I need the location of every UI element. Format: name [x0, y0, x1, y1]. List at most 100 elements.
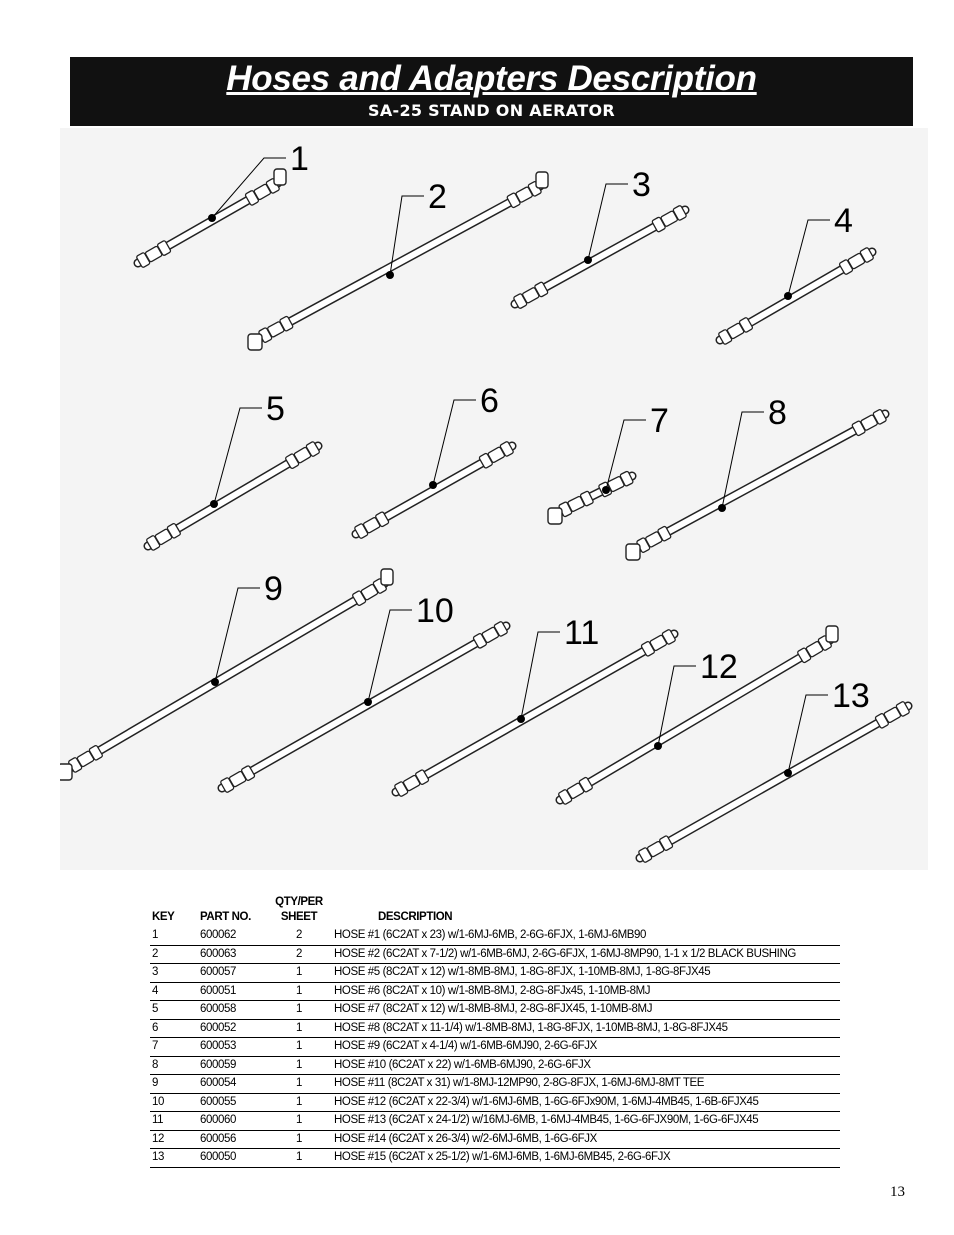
- hose-2-elbow-b: [535, 171, 549, 189]
- cell-qty: 1: [264, 1111, 334, 1131]
- hose-10-leader: [367, 609, 412, 703]
- cell-description: HOSE #15 (6C2AT x 25-1/2) w/1-6MJ-6MB, 1…: [334, 1148, 840, 1168]
- hose-12-dot: [654, 742, 662, 750]
- hose-13-fitting-a: [659, 835, 674, 851]
- hose-6-fitting-b: [478, 452, 493, 469]
- callout-7: 7: [650, 402, 669, 440]
- hose-13-fitting-b: [874, 713, 889, 729]
- cell-key: 10: [150, 1093, 200, 1112]
- cell-key: 4: [150, 982, 200, 1001]
- hose-12-leader: [657, 665, 696, 747]
- col-header-qty-line2: SHEET: [280, 911, 318, 923]
- hose-8-body: [635, 411, 888, 551]
- hose-11-fitting-b: [640, 641, 655, 657]
- cell-part-no: 600057: [200, 963, 264, 983]
- callout-3: 3: [632, 166, 651, 204]
- page-title: Hoses and Adapters Description: [226, 59, 757, 98]
- hose-2-body: [257, 183, 543, 341]
- cell-key: 2: [150, 945, 200, 964]
- cell-part-no: 600055: [200, 1093, 264, 1112]
- hose-9-fitting-a: [88, 745, 103, 761]
- cell-qty: 1: [264, 1000, 334, 1020]
- cell-part-no: 600053: [200, 1037, 264, 1057]
- cell-key: 6: [150, 1019, 200, 1038]
- hose-1-leader: [211, 157, 286, 219]
- hose-8-fitting-b: [851, 420, 866, 437]
- cell-key: 13: [150, 1148, 200, 1168]
- callout-5: 5: [266, 390, 285, 428]
- cell-key: 8: [150, 1056, 200, 1075]
- page-number: 13: [890, 1184, 905, 1200]
- col-header-part-no: PART NO.: [200, 911, 251, 923]
- cell-qty: 1: [264, 1056, 334, 1075]
- hose-3-fitting-b: [651, 216, 666, 233]
- hose-9-elbow-b: [380, 568, 394, 586]
- hose-1-fitting-a: [156, 240, 172, 256]
- hose-10-body: [219, 623, 509, 791]
- hose-2-dot: [386, 271, 394, 279]
- hose-12-body: [557, 637, 833, 803]
- col-header-qty: QTY/PER SHEET: [264, 895, 334, 927]
- cell-description: HOSE #1 (6C2AT x 23) w/1-6MJ-6MB, 2-6G-6…: [334, 927, 840, 946]
- cell-qty: 1: [264, 1019, 334, 1038]
- callout-10: 10: [416, 592, 454, 630]
- callout-4: 4: [834, 202, 853, 240]
- cell-qty: 2: [264, 945, 334, 964]
- hose-12-fitting-b: [797, 647, 812, 664]
- hose-7-leader: [605, 419, 646, 491]
- cell-description: HOSE #12 (6C2AT x 22-3/4) w/1-6MJ-6MB, 1…: [334, 1093, 840, 1112]
- hose-11-dot: [517, 715, 525, 723]
- hose-1-elbow-b: [273, 168, 287, 186]
- hose-5-dot: [210, 500, 218, 508]
- hose-9-body: [67, 580, 388, 771]
- col-header-key: KEY: [152, 911, 175, 923]
- hose-7-elbow-a: [547, 507, 563, 525]
- hose-3-dot: [584, 256, 592, 264]
- hose-9-fitting-b: [352, 590, 367, 606]
- hose-13-dot: [784, 769, 792, 777]
- hose-6-dot: [429, 481, 437, 489]
- hose-3-fitting-a: [534, 281, 549, 298]
- cell-qty: 2: [264, 927, 334, 946]
- callout-8: 8: [768, 394, 787, 432]
- hose-10-dot: [364, 698, 372, 706]
- cell-description: HOSE #7 (8C2AT x 12) w/1-8MB-8MJ, 2-8G-8…: [334, 1000, 840, 1020]
- cell-description: HOSE #5 (8C2AT x 12) w/1-8MB-8MJ, 1-8G-8…: [334, 963, 840, 983]
- cell-part-no: 600060: [200, 1111, 264, 1131]
- col-header-qty-line1: QTY/PER: [275, 896, 323, 908]
- cell-part-no: 600056: [200, 1130, 264, 1149]
- hose-3-leader: [587, 183, 628, 261]
- hose-5-fitting-a: [166, 522, 181, 539]
- col-header-description: DESCRIPTION: [378, 911, 453, 923]
- cell-description: HOSE #8 (8C2AT x 11-1/4) w/1-8MB-8MJ, 1-…: [334, 1019, 840, 1038]
- cell-qty: 1: [264, 982, 334, 1001]
- hose-2-fitting-a: [279, 315, 294, 332]
- cell-qty: 1: [264, 1074, 334, 1094]
- hose-10-fitting-a: [241, 765, 256, 781]
- cell-qty: 1: [264, 963, 334, 983]
- callout-13: 13: [832, 677, 870, 715]
- hose-8-elbow-a: [625, 543, 641, 561]
- hose-1-fitting-b: [244, 190, 260, 206]
- cell-description: HOSE #10 (6C2AT x 22) w/1-6MB-6MJ90, 2-6…: [334, 1056, 840, 1075]
- hose-11-leader: [520, 631, 560, 720]
- hose-5-leader: [213, 407, 262, 505]
- hose-4-fitting-a: [738, 317, 754, 333]
- hose-8-fitting-a: [657, 525, 672, 542]
- hose-1-dot: [208, 214, 216, 222]
- table-header-row: KEY PART NO. QTY/PER SHEET DESCRIPTION: [150, 895, 840, 927]
- hose-6-fitting-a: [375, 511, 390, 528]
- cell-description: HOSE #9 (6C2AT x 4-1/4) w/1-6MB-6MJ90, 2…: [334, 1037, 840, 1057]
- cell-qty: 1: [264, 1037, 334, 1057]
- hose-8-dot: [718, 504, 726, 512]
- hose-11-fitting-a: [415, 769, 430, 785]
- cell-key: 11: [150, 1111, 200, 1131]
